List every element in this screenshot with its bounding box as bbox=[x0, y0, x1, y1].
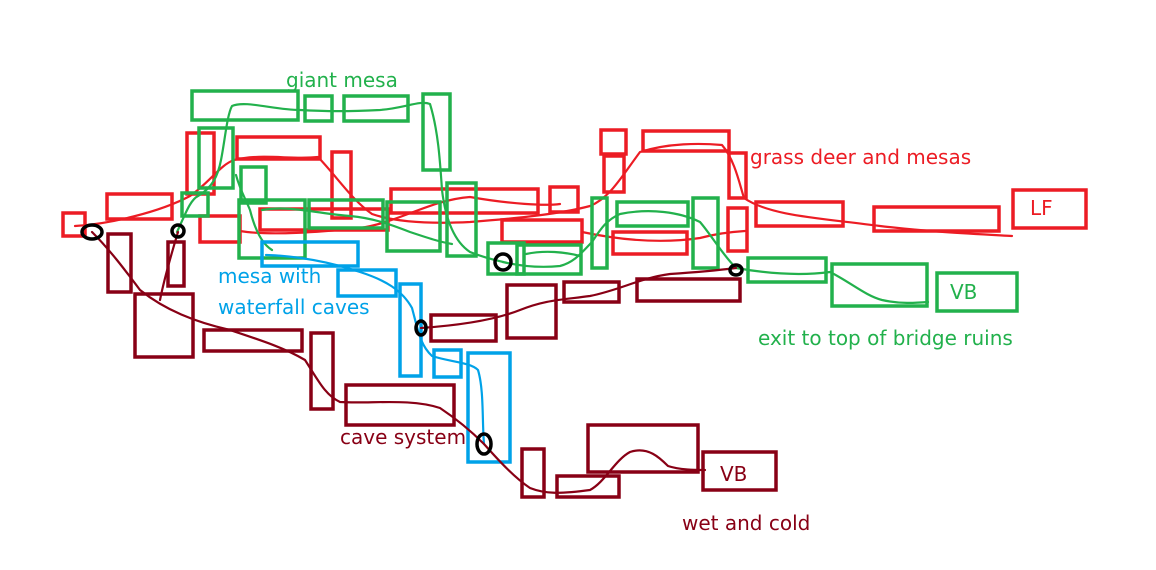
grass-room bbox=[611, 230, 689, 256]
mesa-region-paths bbox=[175, 101, 930, 304]
mesa-room bbox=[307, 198, 385, 230]
mesa-waterfall-label-line1: mesa with bbox=[218, 264, 322, 288]
cave-room bbox=[520, 447, 546, 499]
waterfall-room bbox=[260, 240, 360, 268]
grass-room-lf bbox=[1011, 188, 1088, 230]
cave-path bbox=[90, 230, 707, 494]
mesa-path bbox=[260, 207, 454, 246]
cave-region-paths bbox=[90, 230, 738, 494]
mesa-room bbox=[190, 89, 300, 122]
mesa-room bbox=[197, 126, 235, 190]
cave-room bbox=[555, 474, 621, 499]
cave-room bbox=[309, 331, 335, 411]
mesa-path bbox=[734, 266, 930, 304]
waterfall-room bbox=[432, 348, 463, 379]
vb-green-label: VB bbox=[950, 280, 978, 304]
grass-room bbox=[599, 128, 628, 156]
mesa-room bbox=[385, 200, 442, 253]
cave-room bbox=[344, 383, 456, 427]
grass-room bbox=[235, 135, 322, 161]
grass-room bbox=[726, 206, 749, 253]
grass-room bbox=[330, 150, 353, 220]
grass-room bbox=[198, 214, 242, 244]
vb-dark-label: VB bbox=[720, 462, 748, 486]
waterfall-room bbox=[466, 351, 512, 464]
mesa-room bbox=[303, 94, 334, 123]
mesa-region-rooms bbox=[180, 89, 1019, 313]
junction-nodes bbox=[80, 223, 744, 456]
junction-node bbox=[170, 223, 186, 239]
mesa-room bbox=[342, 94, 410, 123]
mesa-room bbox=[590, 196, 609, 270]
cave-room bbox=[505, 283, 558, 340]
grass-path bbox=[238, 195, 562, 235]
mesa-room bbox=[515, 243, 583, 276]
grass-room bbox=[754, 200, 845, 228]
cave-room bbox=[166, 240, 186, 288]
mesa-room bbox=[445, 181, 478, 258]
mesa-room bbox=[830, 262, 929, 308]
giant-mesa-label: giant mesa bbox=[286, 68, 398, 92]
mesa-waterfall-label-line2: waterfall caves bbox=[218, 295, 370, 319]
grass-room bbox=[548, 185, 580, 214]
cave-room bbox=[106, 232, 133, 294]
cave-room bbox=[133, 292, 195, 359]
junction-node bbox=[728, 263, 744, 277]
mesa-room bbox=[421, 92, 452, 172]
grass-room bbox=[727, 151, 748, 200]
junction-node bbox=[414, 319, 428, 337]
mesa-path bbox=[501, 210, 738, 270]
mesa-room bbox=[615, 200, 690, 228]
cave-path bbox=[419, 266, 738, 330]
mesa-path bbox=[524, 250, 582, 258]
mesa-room bbox=[746, 256, 828, 284]
junction-node bbox=[80, 223, 104, 241]
junction-node bbox=[493, 252, 513, 272]
mesa-room bbox=[237, 198, 307, 260]
cave-system-label: cave system bbox=[340, 425, 467, 449]
lf-label: LF bbox=[1030, 196, 1053, 220]
mesa-room-vb bbox=[935, 271, 1019, 313]
wet-cold-label: wet and cold bbox=[682, 511, 811, 535]
mesa-path bbox=[175, 101, 505, 264]
grass-room bbox=[500, 218, 584, 244]
cave-room bbox=[635, 277, 742, 303]
grass-room bbox=[641, 129, 731, 153]
grass-room bbox=[105, 192, 174, 221]
cave-room bbox=[586, 423, 700, 474]
grass-deer-label: grass deer and mesas bbox=[750, 145, 972, 169]
exit-bridge-label: exit to top of bridge ruins bbox=[758, 326, 1013, 350]
cave-room bbox=[202, 328, 304, 353]
mesa-room bbox=[180, 191, 210, 218]
waterfall-room bbox=[398, 282, 423, 378]
waterfall-room bbox=[336, 268, 398, 298]
mesa-room bbox=[239, 165, 268, 205]
mesa-room bbox=[691, 196, 720, 270]
junction-node bbox=[475, 432, 493, 456]
cave-region-rooms bbox=[106, 232, 778, 499]
cave-room bbox=[562, 280, 621, 304]
